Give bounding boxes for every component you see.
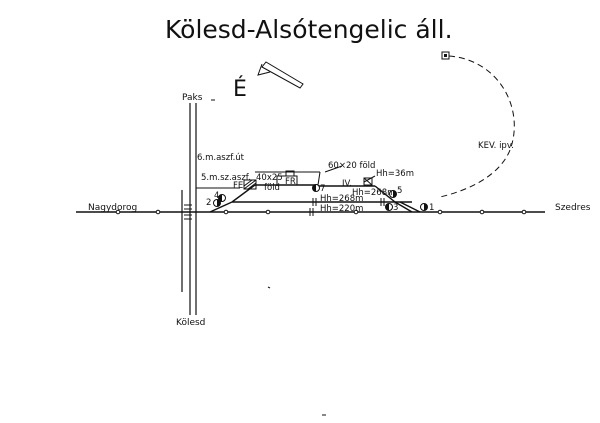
signal-4-icon	[218, 194, 226, 202]
label-kev: KEV. ipv.	[478, 141, 514, 151]
label-nagydorog: Nagydorog	[88, 203, 137, 213]
label-fr: FR	[285, 177, 296, 187]
label-road-6: 6.m.aszf.út	[197, 153, 245, 163]
signal-3-icon	[385, 203, 393, 211]
label-sw3: 3	[393, 203, 398, 213]
leader-60x20	[324, 165, 343, 173]
label-hh268-a: Hh=268m	[352, 188, 395, 198]
level-crossing	[184, 204, 192, 220]
signal-2-icon	[213, 199, 221, 207]
signal-7-icon	[312, 184, 320, 192]
leader-hh36	[363, 175, 376, 183]
signal-5-icon	[389, 190, 397, 198]
label-road-5: 5.m.sz.aszf.	[201, 173, 251, 183]
north-marker: É	[233, 76, 247, 102]
label-fe: FE	[233, 181, 243, 191]
kev-line	[439, 51, 515, 198]
station-buildings	[243, 170, 373, 190]
label-sw7: 7	[320, 184, 325, 194]
label-paks: Paks	[182, 93, 203, 103]
stray-mark	[267, 286, 271, 289]
north-arrow-icon	[257, 61, 304, 89]
label-szedres: Szedres	[555, 203, 591, 213]
label-sw1: 1	[429, 203, 434, 213]
label-hh36: Hh=36m	[376, 169, 414, 179]
label-ramp-40x25: 40x25	[256, 173, 283, 183]
label-kolesd: Kölesd	[176, 318, 205, 328]
label-sw4: 4	[214, 191, 219, 201]
label-track-iv: IV.	[342, 179, 352, 189]
station-tracks	[196, 171, 421, 213]
signal-1-icon	[420, 203, 428, 211]
signals	[213, 184, 428, 211]
label-hh220: Hh=220m	[320, 204, 363, 214]
track-marks	[309, 198, 385, 216]
label-fold: föld	[264, 183, 280, 193]
label-sw5: 5	[397, 186, 402, 196]
label-hh268-b: Hh=268m	[320, 194, 363, 204]
label-sw2: 2	[206, 198, 211, 208]
diagram-title: Kölesd-Alsótengelic áll.	[165, 15, 453, 44]
label-ramp-60x20: 60×20 föld	[328, 161, 375, 171]
